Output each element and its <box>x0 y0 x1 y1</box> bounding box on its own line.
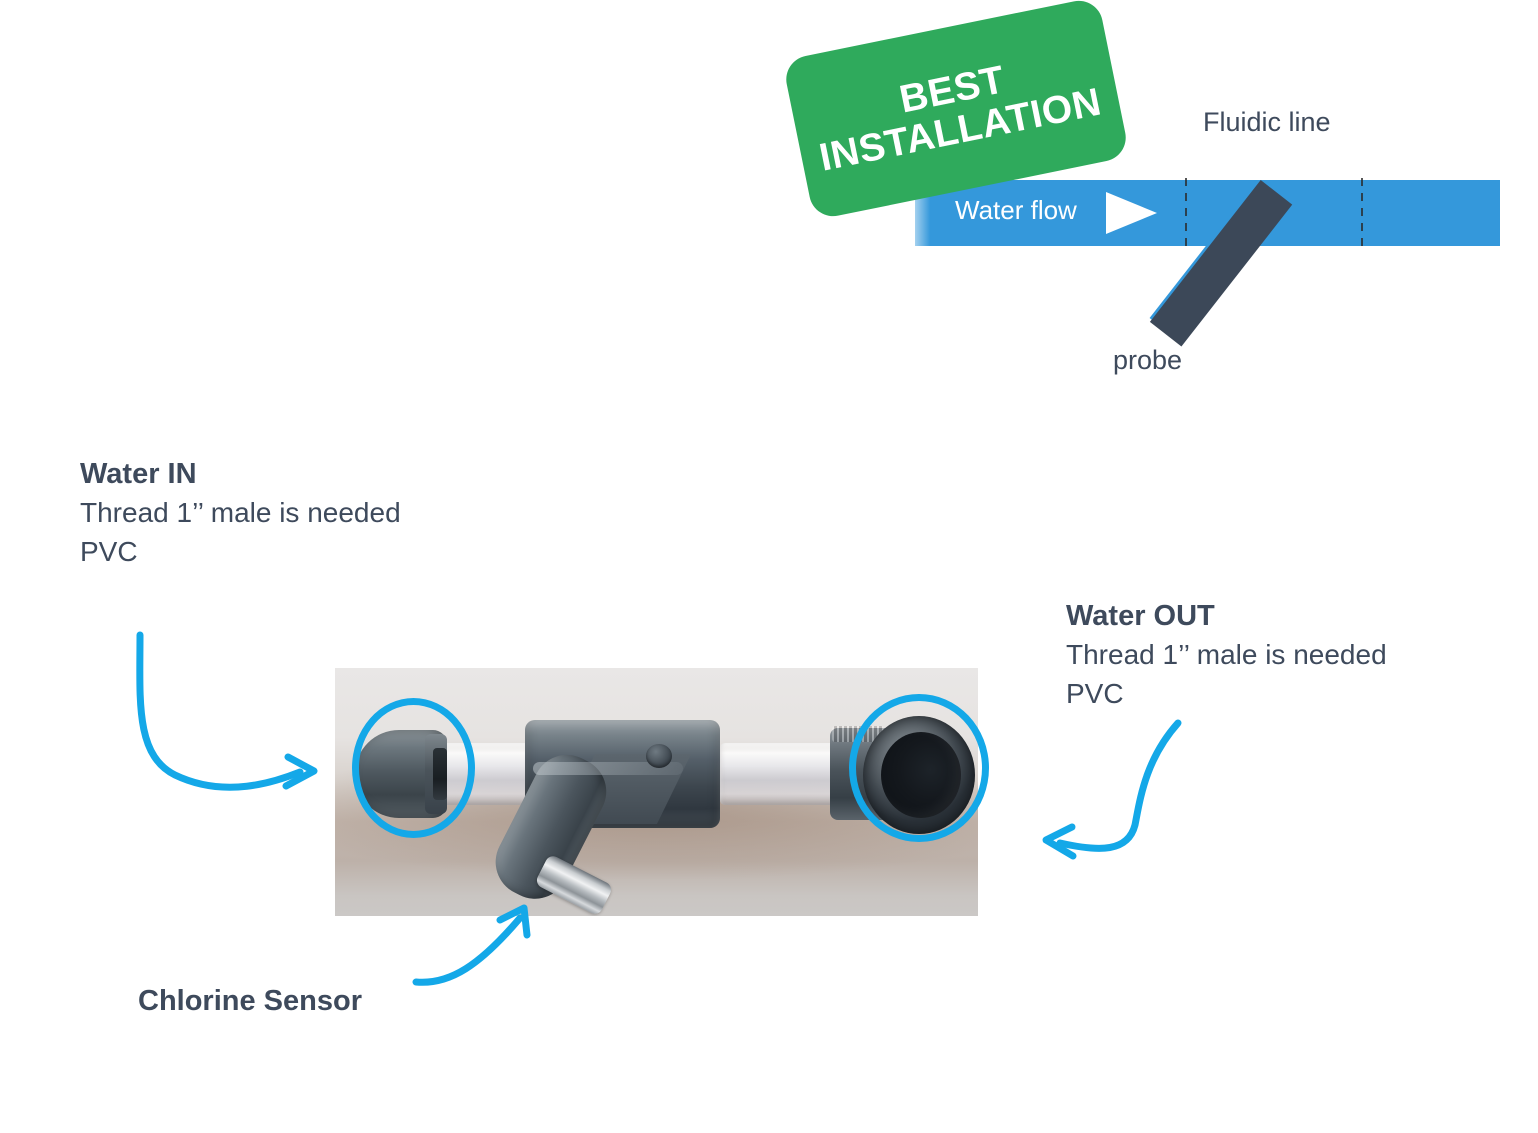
chlorine-sensor-arrow <box>412 914 524 986</box>
installation-schematic: BEST INSTALLATION Fluidic line Water flo… <box>0 0 1538 420</box>
inlet-highlight-circle <box>352 698 475 838</box>
water-in-line-1: Thread 1’’ male is needed <box>80 497 401 529</box>
water-out-line-2: PVC <box>1066 677 1124 709</box>
schematic-graphics <box>915 178 1500 347</box>
water-in-line-2: PVC <box>80 535 138 567</box>
callout-water-in: Water IN Thread 1’’ male is needed PVC <box>80 455 401 571</box>
callout-chlorine-sensor: Chlorine Sensor <box>138 982 362 1021</box>
probe-label: probe <box>1113 345 1183 375</box>
flow-arrow-icon <box>1106 192 1157 234</box>
callout-water-out: Water OUT Thread 1’’ male is needed PVC <box>1066 597 1387 713</box>
water-out-line-1: Thread 1’’ male is needed <box>1066 639 1387 671</box>
y-fitting-highlight <box>533 762 683 775</box>
water-out-arrow <box>1056 719 1182 852</box>
fluidic-line-label: Fluidic line <box>1203 107 1331 137</box>
water-out-title: Water OUT <box>1066 600 1215 632</box>
water-in-title: Water IN <box>80 458 197 490</box>
water-out-arrowhead <box>1042 823 1077 860</box>
water-in-arrow <box>136 631 304 791</box>
water-flow-label: Water flow <box>955 195 1077 225</box>
chlorine-sensor-title: Chlorine Sensor <box>138 985 362 1017</box>
probe-body <box>1149 180 1293 347</box>
clear-tube-right <box>720 743 840 805</box>
water-in-arrowhead <box>282 753 318 790</box>
outlet-highlight-circle <box>849 694 989 842</box>
y-fitting-side-port <box>646 744 672 768</box>
fluidic-pipe <box>915 180 1500 246</box>
